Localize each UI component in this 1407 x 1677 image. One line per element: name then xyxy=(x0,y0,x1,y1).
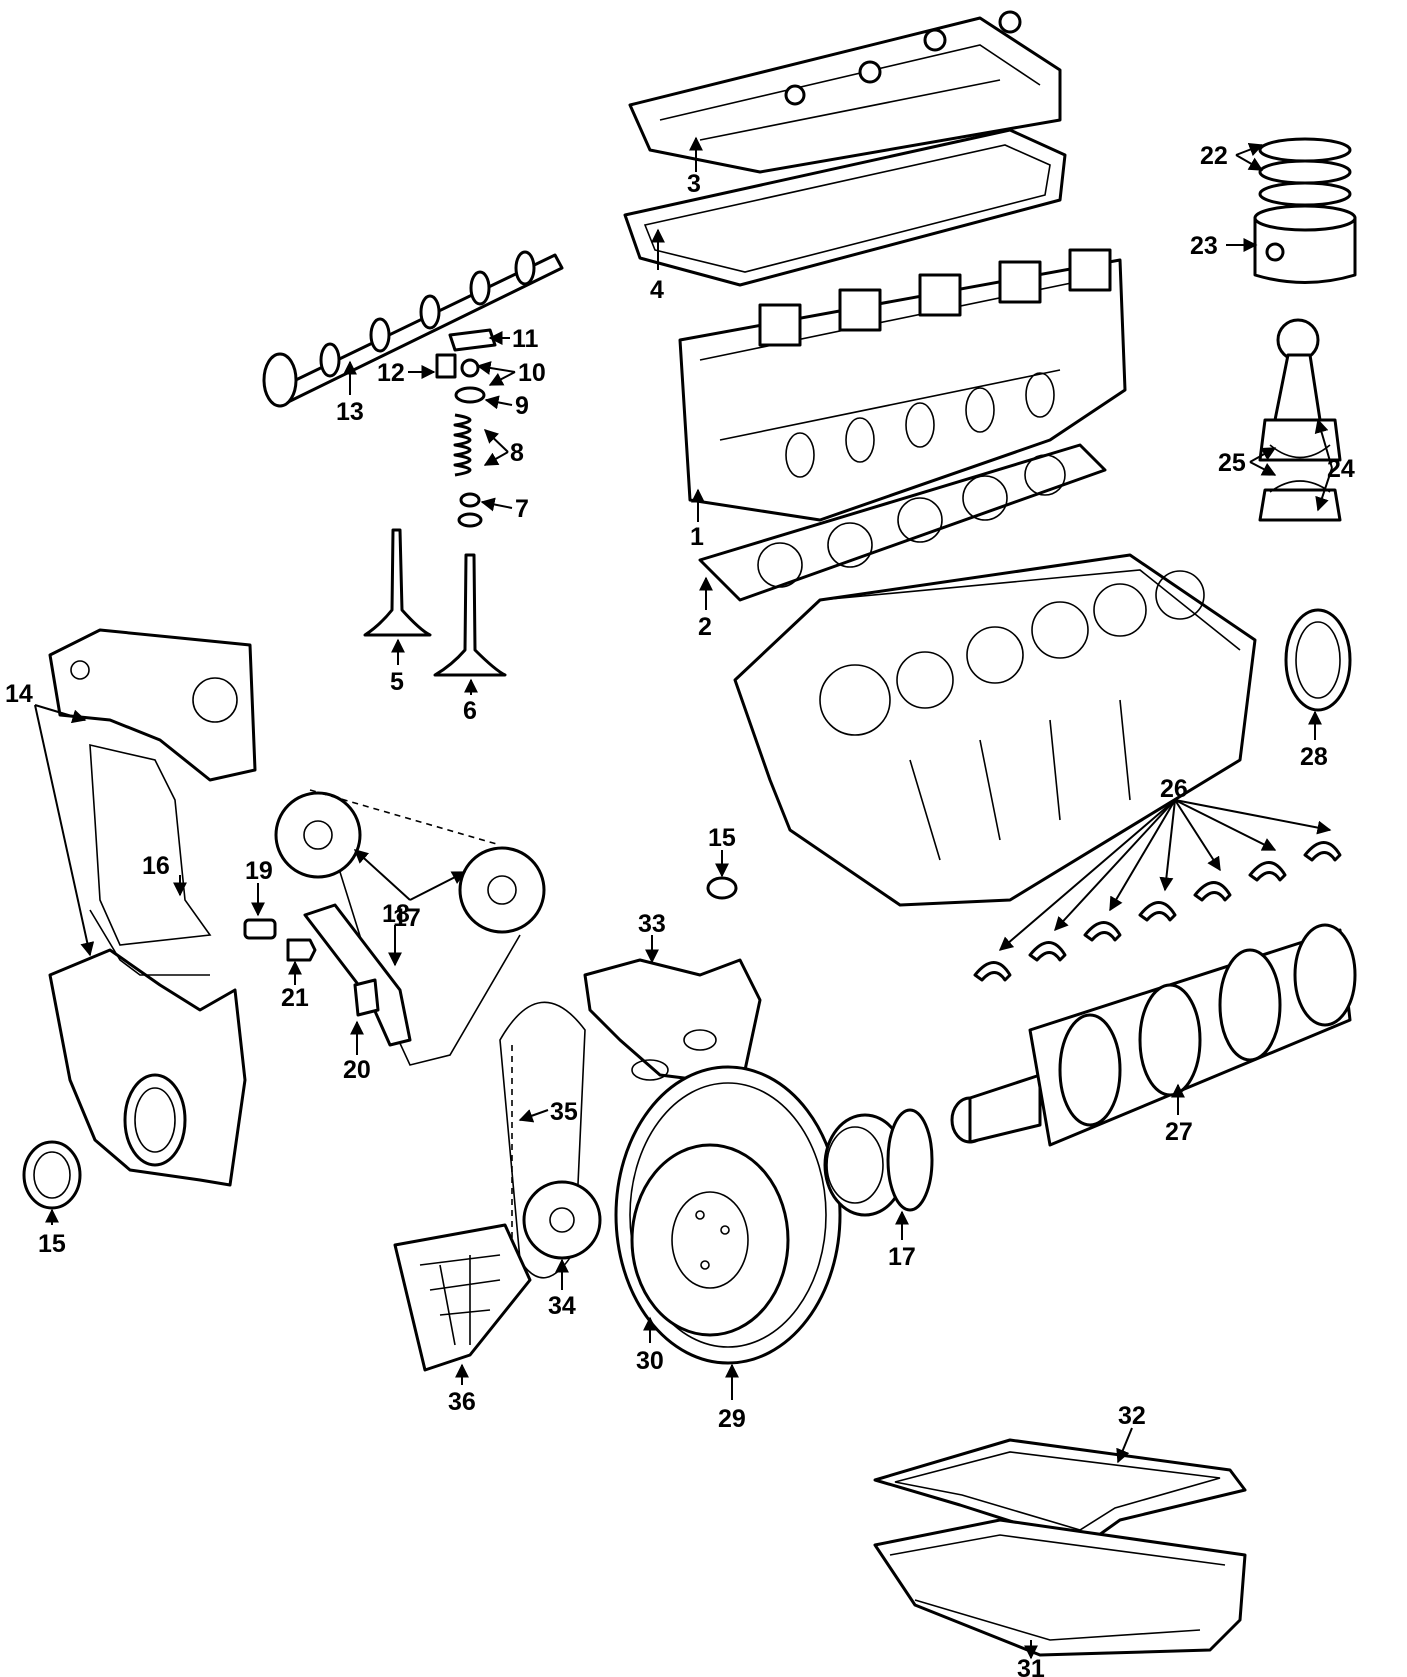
callout-13: 13 xyxy=(336,398,364,426)
callout-7: 7 xyxy=(515,495,529,523)
callout-23: 23 xyxy=(1190,232,1218,260)
callout-14: 14 xyxy=(5,680,33,708)
callout-31: 31 xyxy=(1017,1655,1045,1677)
guide-pin-part xyxy=(286,938,317,962)
timing-cover-upper-part xyxy=(48,628,257,782)
connecting-rod-part xyxy=(1258,318,1342,522)
piston-rings-part xyxy=(1258,137,1352,207)
oil-pump-part xyxy=(583,958,762,1082)
callout-10: 10 xyxy=(518,359,546,387)
oil-baffle-part xyxy=(393,1223,532,1372)
callout-12: 12 xyxy=(377,359,405,387)
callout-1: 1 xyxy=(690,523,704,551)
callout-4: 4 xyxy=(650,276,664,304)
timing-cover-lower-part xyxy=(48,948,247,1187)
oil-pump-sprocket-part xyxy=(522,1180,602,1260)
callout-28: 28 xyxy=(1300,743,1328,771)
cam-sprockets-part xyxy=(274,789,546,1066)
vibration-damper-part xyxy=(630,1143,790,1337)
piston-part xyxy=(1253,204,1357,284)
callout-34: 34 xyxy=(548,1292,576,1320)
valve-cover-part xyxy=(628,10,1062,174)
callout-16: 16 xyxy=(142,852,170,880)
small-seal-part xyxy=(706,876,738,900)
callout-22: 22 xyxy=(1200,142,1228,170)
main-bearings-part xyxy=(973,841,1342,982)
callout-33: 33 xyxy=(638,910,666,938)
callout-30: 30 xyxy=(636,1347,664,1375)
tensioner-bolt-part xyxy=(243,918,277,940)
valve-cover-gasket-part xyxy=(623,128,1067,287)
crank-sprocket-part xyxy=(823,1108,934,1217)
callout-36: 36 xyxy=(448,1388,476,1416)
callout-17-cam-sprockets: 17 xyxy=(393,904,421,932)
crankshaft-part xyxy=(950,923,1357,1147)
callout-5: 5 xyxy=(390,668,404,696)
oil-pan-part xyxy=(873,1518,1247,1657)
oil-pan-gasket-part xyxy=(873,1438,1247,1547)
head-gasket-part xyxy=(698,443,1107,602)
callout-2: 2 xyxy=(698,613,712,641)
callout-21: 21 xyxy=(281,984,309,1012)
callout-19: 19 xyxy=(245,857,273,885)
callout-labels: 3 4 1 2 22 23 24 25 28 11 10 12 9 8 7 13… xyxy=(5,142,1355,1677)
callout-27: 27 xyxy=(1165,1118,1193,1146)
callout-15-front-seal: 15 xyxy=(38,1230,66,1258)
callout-11: 11 xyxy=(512,325,539,353)
intake-valve-part xyxy=(363,528,432,637)
rear-main-seal-part xyxy=(1284,608,1352,712)
callout-24: 24 xyxy=(1327,455,1355,483)
exhaust-valve-part xyxy=(433,553,507,677)
leader-lines xyxy=(34,136,1333,1660)
callout-15-small-seal: 15 xyxy=(708,824,736,852)
cylinder-head-part xyxy=(678,248,1127,522)
callout-32: 32 xyxy=(1118,1402,1146,1430)
oil-pump-chain-part xyxy=(499,1001,586,1279)
callout-29: 29 xyxy=(718,1405,746,1433)
timing-cover-gasket-part xyxy=(89,743,212,946)
front-seal-part xyxy=(22,1140,82,1210)
callout-9: 9 xyxy=(515,392,529,420)
chain-guide-part xyxy=(303,903,412,1047)
engine-block-part xyxy=(733,553,1257,907)
callout-6: 6 xyxy=(463,697,477,725)
callout-26: 26 xyxy=(1160,775,1188,803)
gasket-strip-part xyxy=(89,909,210,976)
callout-17-crank-sprocket: 17 xyxy=(888,1243,916,1271)
valve-train-part xyxy=(435,328,497,528)
callout-18: 18 xyxy=(382,900,410,928)
callout-20: 20 xyxy=(343,1056,371,1084)
callout-35: 35 xyxy=(550,1098,578,1126)
callout-8: 8 xyxy=(510,439,524,467)
callout-3: 3 xyxy=(687,170,701,198)
callout-25: 25 xyxy=(1218,449,1246,477)
